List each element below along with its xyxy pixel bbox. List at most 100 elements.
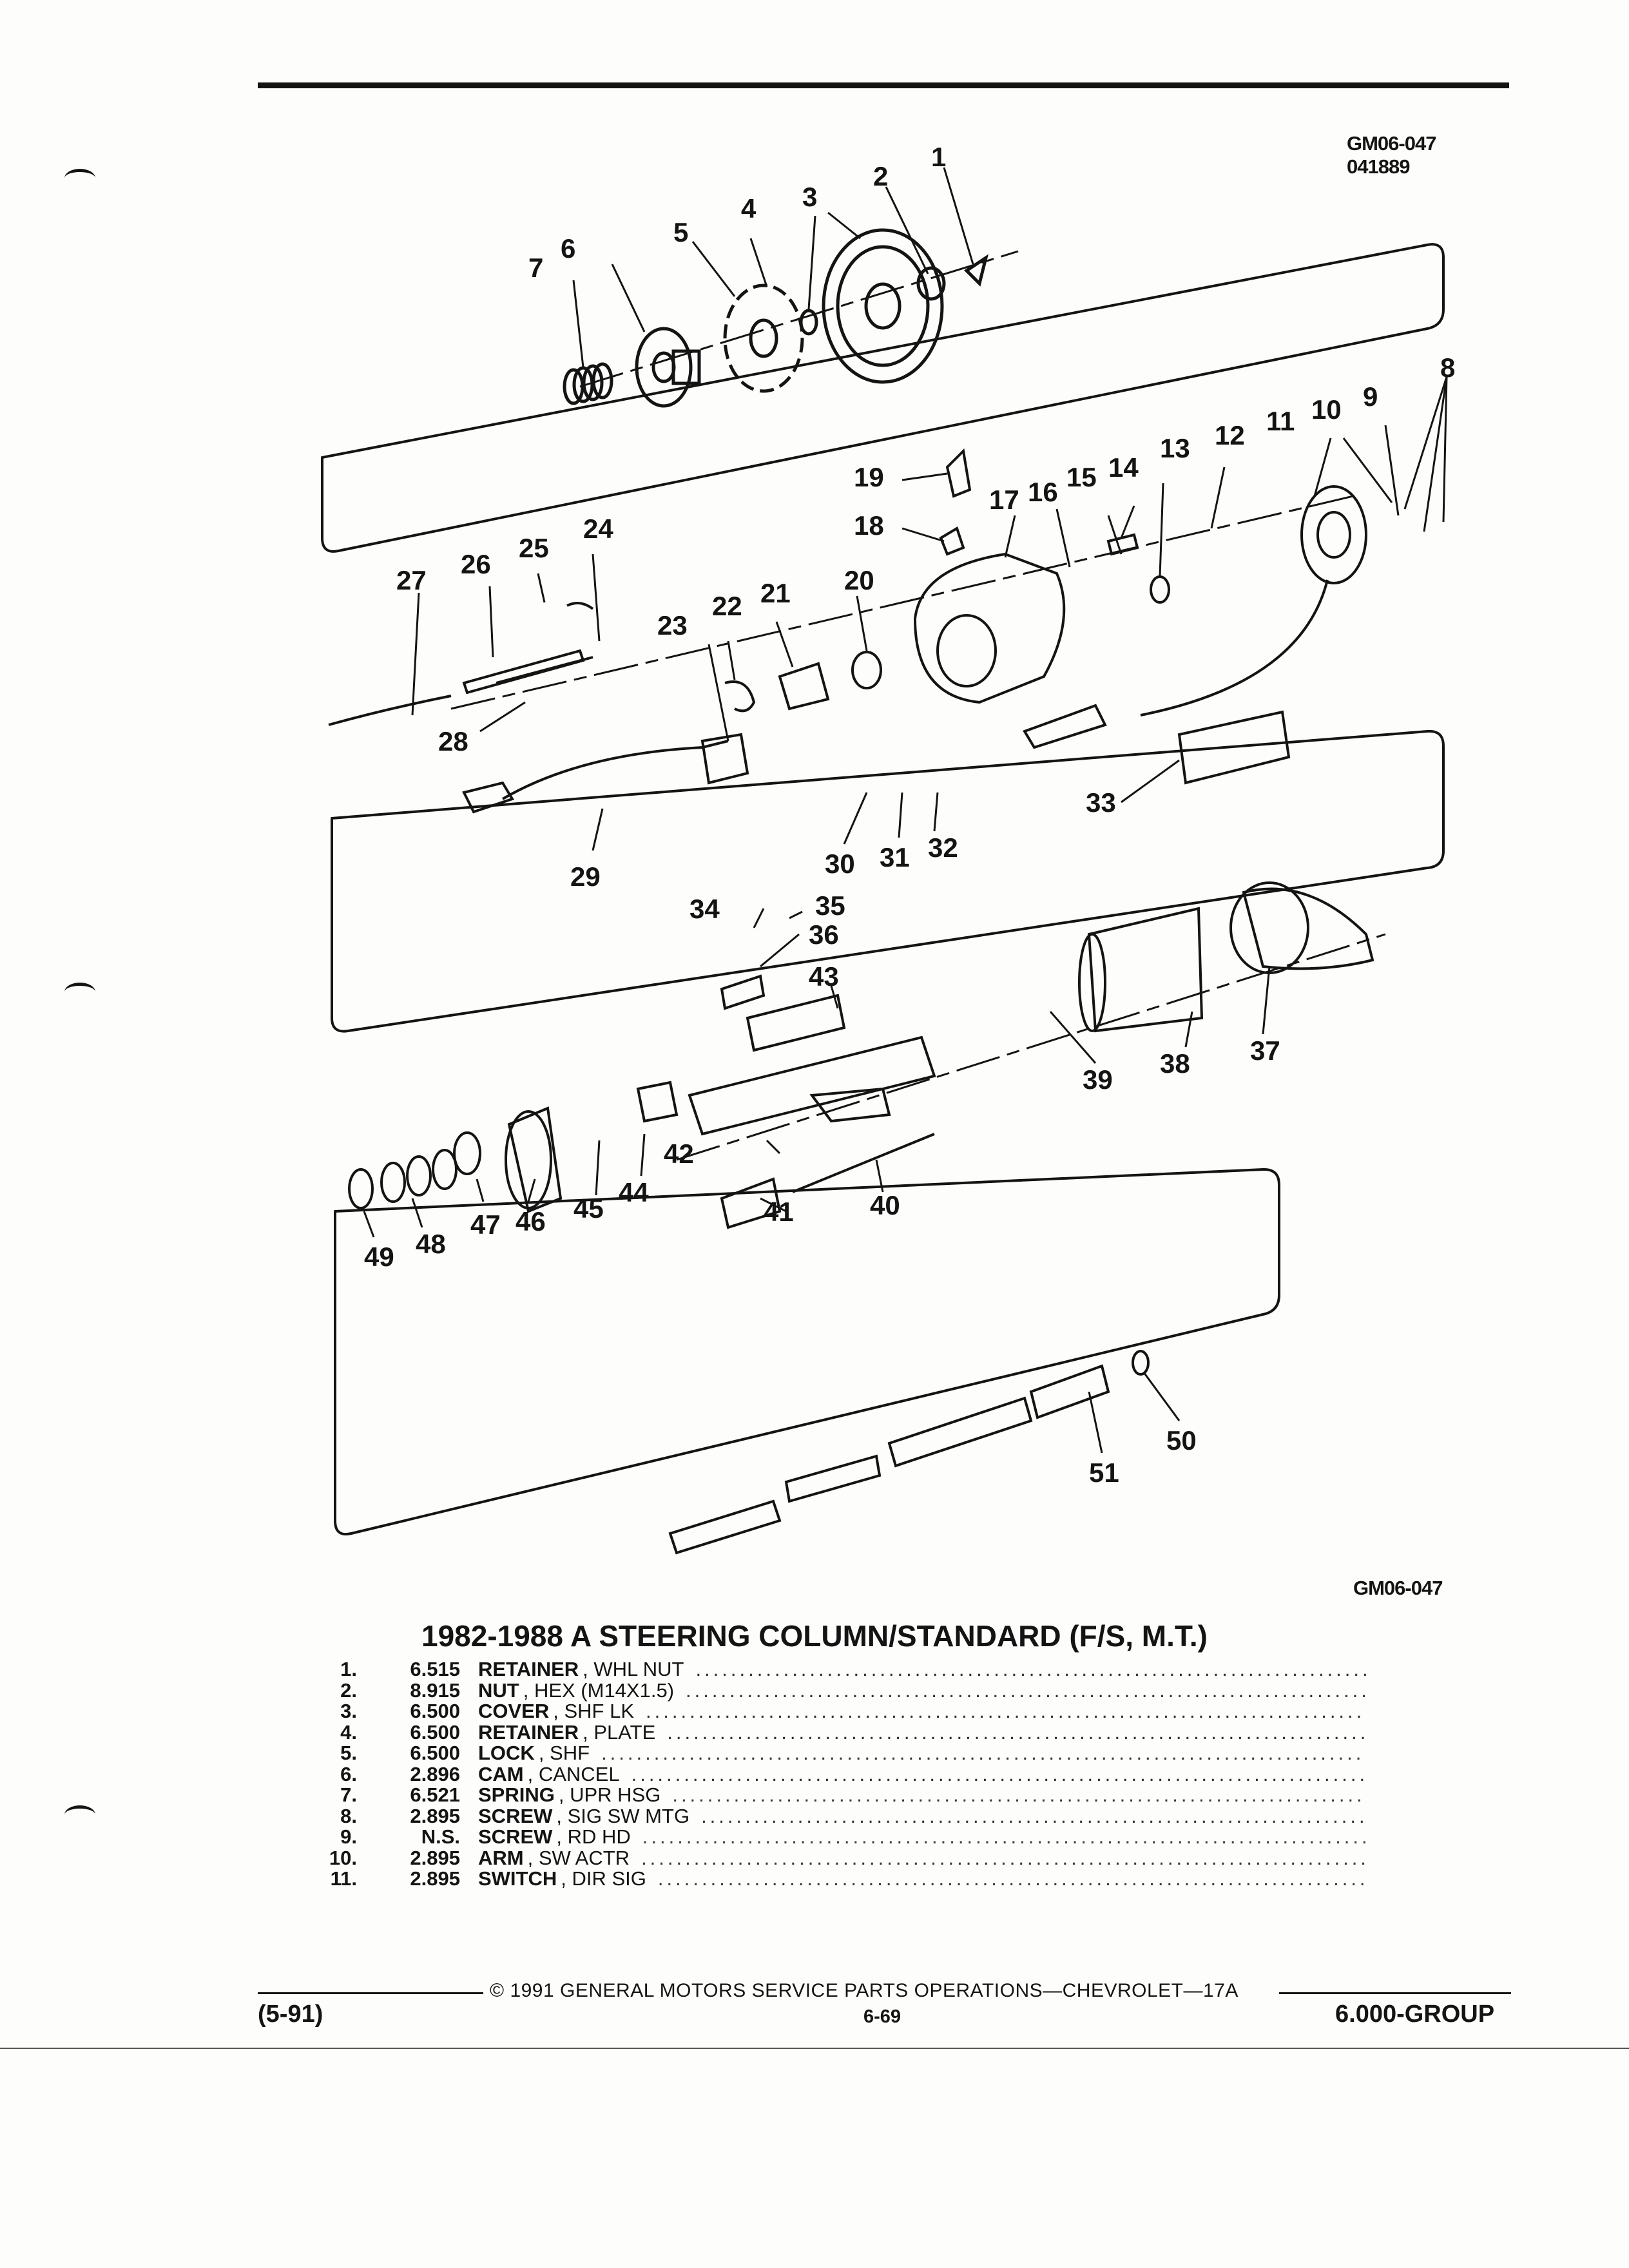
part-number: 10.	[329, 1846, 357, 1869]
part-group-code: 6.515	[410, 1658, 460, 1680]
page-title: 1982-1988 A STEERING COLUMN/STANDARD (F/…	[421, 1619, 1208, 1653]
callout-label: 47	[470, 1209, 501, 1240]
callout-label: 28	[438, 726, 468, 756]
shroud	[1078, 907, 1204, 1033]
callout-label: 9	[1363, 381, 1378, 412]
parts-list-row: 10. 2.895 ARM , SW ACTR ................…	[303, 1846, 1366, 1869]
dot-leader: ........................................…	[641, 1847, 1366, 1869]
callout-label: 38	[1160, 1048, 1190, 1079]
wire-lead	[328, 695, 452, 726]
shaft-lock-cover	[822, 228, 944, 384]
directional-switch	[1300, 485, 1367, 584]
part-name: RETAINER	[478, 1720, 579, 1744]
bowl-bearing	[505, 1106, 563, 1213]
spring-clip	[566, 602, 594, 610]
callout-label: 20	[844, 565, 874, 595]
part-number: 1.	[340, 1658, 357, 1680]
switch-harness-wire	[1140, 579, 1329, 716]
callout-label: 50	[1166, 1425, 1197, 1456]
revision-date: (5-91)	[258, 2001, 323, 2028]
part-description: , WHL NUT	[583, 1658, 684, 1680]
part-description: , SIG SW MTG	[556, 1804, 690, 1827]
connector	[1023, 704, 1107, 749]
centerline	[450, 495, 1354, 710]
part-number: 11.	[330, 1867, 357, 1890]
callout-label: 30	[825, 849, 855, 879]
dot-leader: ........................................…	[686, 1680, 1366, 1701]
spring-washers	[348, 1131, 481, 1209]
part-name: LOCK	[478, 1742, 535, 1764]
callout-label: 7	[528, 253, 543, 283]
callout-label: 48	[416, 1229, 446, 1259]
switch-actuator-rod	[462, 649, 585, 695]
part-group-code: 6.500	[410, 1720, 460, 1744]
callout-label: 3	[802, 182, 817, 212]
bearing	[851, 651, 882, 689]
callout-label: 41	[764, 1196, 794, 1227]
callout-label: 13	[1160, 433, 1190, 463]
callout-label: 51	[1089, 1457, 1119, 1488]
part-name: CAM	[478, 1762, 524, 1785]
callout-label: 43	[809, 961, 839, 992]
parts-list-row: 7. 6.521 SPRING , UPR HSG ..............…	[303, 1784, 1366, 1806]
callout-label: 33	[1086, 787, 1116, 818]
part-group-code: 8.915	[410, 1678, 460, 1702]
callout-label: 16	[1028, 477, 1058, 507]
callout-label: 19	[854, 462, 884, 492]
parts-list-row: 8. 2.895 SCREW , SIG SW MTG ............…	[303, 1804, 1366, 1827]
dot-leader: ........................................…	[657, 1869, 1366, 1890]
punch-hole-mark	[64, 983, 95, 1001]
cover-plate	[1177, 710, 1291, 785]
diagram-code: GM06-047	[1347, 132, 1436, 155]
part-group-code: N.S.	[421, 1825, 460, 1848]
callout-label: 35	[815, 890, 845, 921]
part-number: 8.	[340, 1804, 357, 1827]
part-number: 5.	[340, 1742, 357, 1764]
part-group-code: 2.895	[410, 1846, 460, 1869]
callout-numbers: 1 2 3 4 5 6 7 8 9 10 11 12 13 14 15 16 1…	[364, 142, 1455, 1488]
exploded-parts-diagram: 1 2 3 4 5 6 7 8 9 10 11 12 13 14 15 16 1…	[321, 142, 1455, 1555]
callout-label: 1	[931, 142, 946, 172]
diagram-date: 041889	[1347, 155, 1410, 178]
part-number: 9.	[340, 1825, 357, 1848]
housing-bowl	[1229, 881, 1374, 974]
buzzer-switch	[720, 974, 766, 1010]
callout-label: 14	[1108, 452, 1139, 483]
panel-outline	[331, 729, 1445, 1033]
bottom-rule	[0, 2048, 1629, 2049]
callout-label: 2	[873, 161, 888, 191]
dot-leader: ........................................…	[642, 1827, 1366, 1848]
copyright-credit: © 1991 GENERAL MOTORS SERVICE PARTS OPER…	[490, 1980, 1239, 2001]
part-group-code: 2.895	[410, 1804, 460, 1827]
callout-label: 44	[619, 1177, 649, 1207]
callout-label: 18	[854, 510, 884, 541]
parts-list-row: 11. 2.895 SWITCH , DIR SIG .............…	[303, 1867, 1366, 1890]
callout-label: 31	[880, 842, 910, 872]
part-description: , SHF	[538, 1742, 590, 1764]
parts-list-row: 2. 8.915 NUT , HEX (M14X1.5) ...........…	[303, 1680, 1366, 1702]
punch-hole-mark	[64, 169, 95, 187]
part-name: COVER	[478, 1700, 550, 1722]
pivot-switch-harness	[462, 733, 749, 814]
part-name: SCREW	[478, 1825, 553, 1848]
callout-label: 40	[870, 1190, 900, 1220]
callout-label: 32	[928, 832, 958, 863]
callout-label: 10	[1311, 394, 1342, 425]
callout-label: 6	[561, 233, 575, 264]
callout-label: 42	[664, 1139, 694, 1169]
callout-label: 46	[516, 1206, 546, 1236]
spring	[1106, 533, 1139, 556]
parts-list-row: 1. 6.515 RETAINER , WHL NUT ............…	[303, 1658, 1366, 1680]
part-name: SCREW	[478, 1804, 553, 1827]
callout-label: 21	[760, 578, 791, 608]
parts-list-row: 5. 6.500 LOCK , SHF ....................…	[303, 1742, 1366, 1764]
spring-coil	[563, 362, 613, 405]
housing-jacket	[688, 994, 936, 1136]
retainer-ring	[799, 309, 818, 336]
group-number: 6.000-GROUP	[1335, 2001, 1495, 2028]
part-group-code: 6.500	[410, 1742, 460, 1764]
part-description: , DIR SIG	[561, 1867, 646, 1890]
lock-rod	[792, 1133, 935, 1193]
top-rule	[258, 82, 1509, 88]
callout-label: 49	[364, 1242, 394, 1272]
